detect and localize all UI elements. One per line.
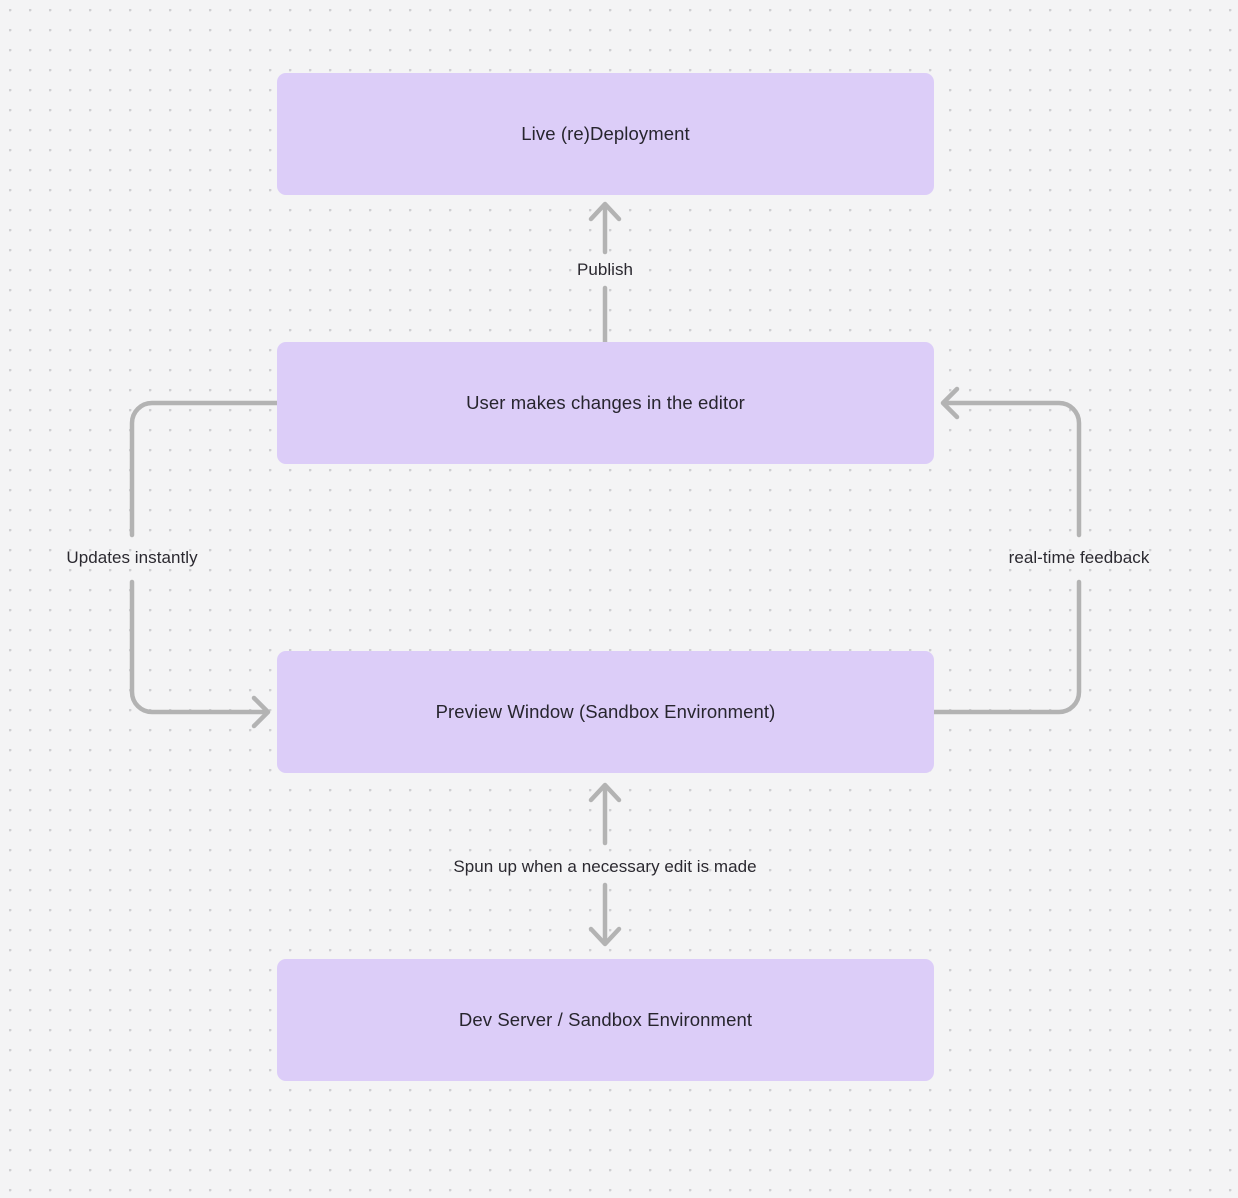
node-user-makes-changes[interactable]: User makes changes in the editor xyxy=(277,342,934,464)
node-dev-server[interactable]: Dev Server / Sandbox Environment xyxy=(277,959,934,1081)
node-preview-window[interactable]: Preview Window (Sandbox Environment) xyxy=(277,651,934,773)
node-live-deployment[interactable]: Live (re)Deployment xyxy=(277,73,934,195)
edge-label-real-time-feedback: real-time feedback xyxy=(1008,548,1150,567)
edge-label-publish: Publish xyxy=(576,260,634,279)
node-preview-window-label: Preview Window (Sandbox Environment) xyxy=(435,700,776,722)
node-user-makes-changes-label: User makes changes in the editor xyxy=(466,391,745,413)
node-dev-server-label: Dev Server / Sandbox Environment xyxy=(458,1008,753,1030)
edge-label-spun-up: Spun up when a necessary edit is made xyxy=(453,857,757,876)
node-live-deployment-label: Live (re)Deployment xyxy=(521,122,690,144)
edge-label-updates-instantly: Updates instantly xyxy=(66,548,198,567)
